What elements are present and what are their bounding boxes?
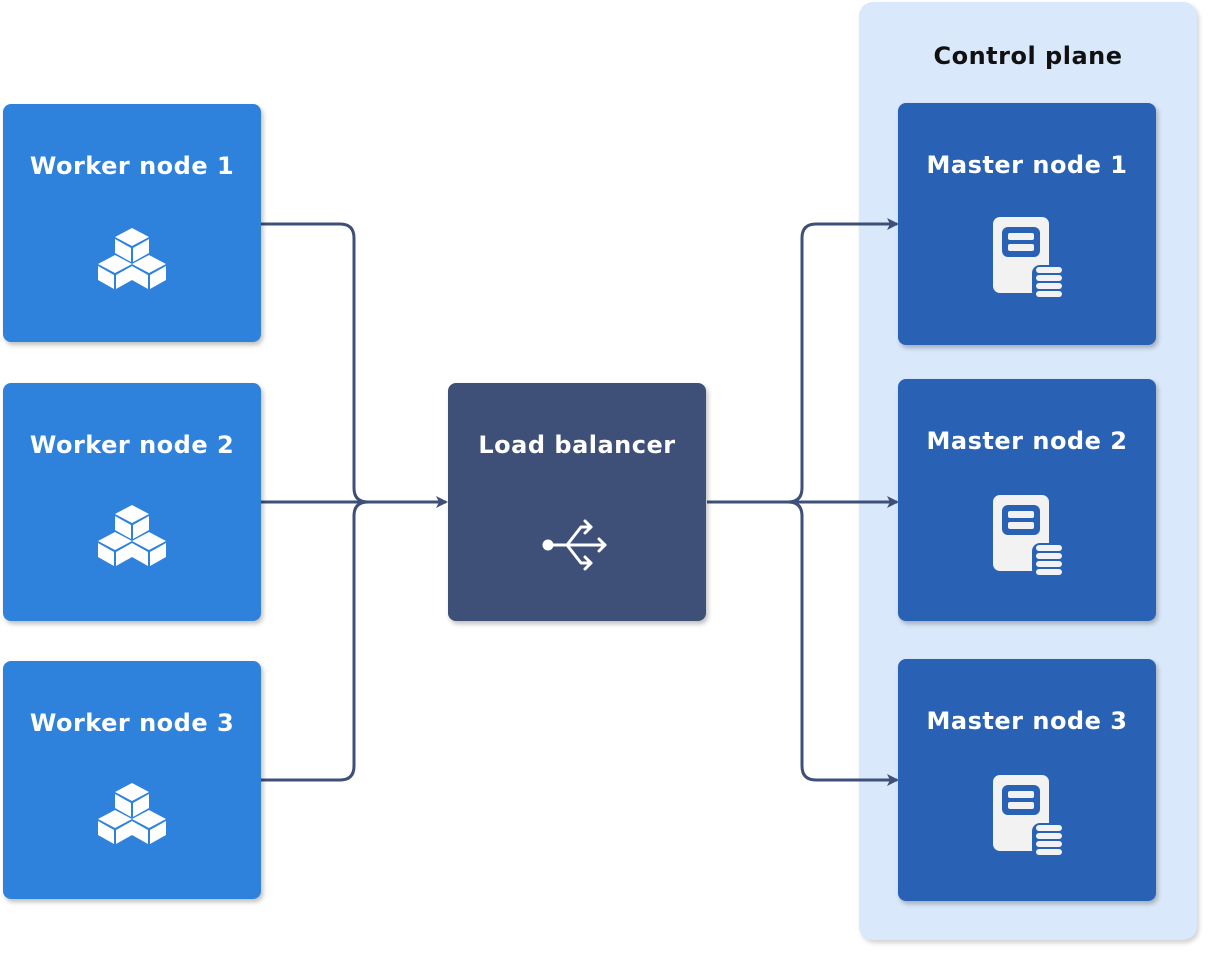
- server-database-icon: [993, 775, 1066, 857]
- master-node-2[interactable]: Master node 2: [898, 379, 1156, 621]
- server-database-icon: [993, 495, 1066, 577]
- cubes-icon: [98, 783, 166, 844]
- load-balancer-label: Load balancer: [478, 431, 676, 459]
- cubes-icon: [98, 228, 166, 289]
- worker-node-label: Worker node 1: [29, 152, 235, 180]
- server-database-icon: [993, 217, 1066, 299]
- load-balancer-node[interactable]: Load balancer: [448, 383, 706, 621]
- master-node-label: Master node 2: [926, 427, 1128, 455]
- connector-master-1: [707, 218, 899, 504]
- worker-node-label: Worker node 2: [29, 431, 235, 459]
- master-node-label: Master node 1: [926, 151, 1128, 179]
- master-node-label: Master node 3: [926, 707, 1128, 735]
- worker-node-3[interactable]: Worker node 3: [3, 661, 261, 899]
- connector-worker-3: [261, 500, 446, 782]
- connector-master-3: [707, 500, 899, 786]
- master-node-1[interactable]: Master node 1: [898, 103, 1156, 345]
- connector-worker-1: [261, 222, 446, 504]
- control-plane-title: Control plane: [933, 42, 1123, 70]
- worker-node-1[interactable]: Worker node 1: [3, 104, 261, 342]
- master-node-3[interactable]: Master node 3: [898, 659, 1156, 901]
- cubes-icon: [98, 505, 166, 566]
- worker-node-label: Worker node 3: [29, 709, 235, 737]
- worker-node-2[interactable]: Worker node 2: [3, 383, 261, 621]
- load-balancer-icon: [542, 519, 607, 571]
